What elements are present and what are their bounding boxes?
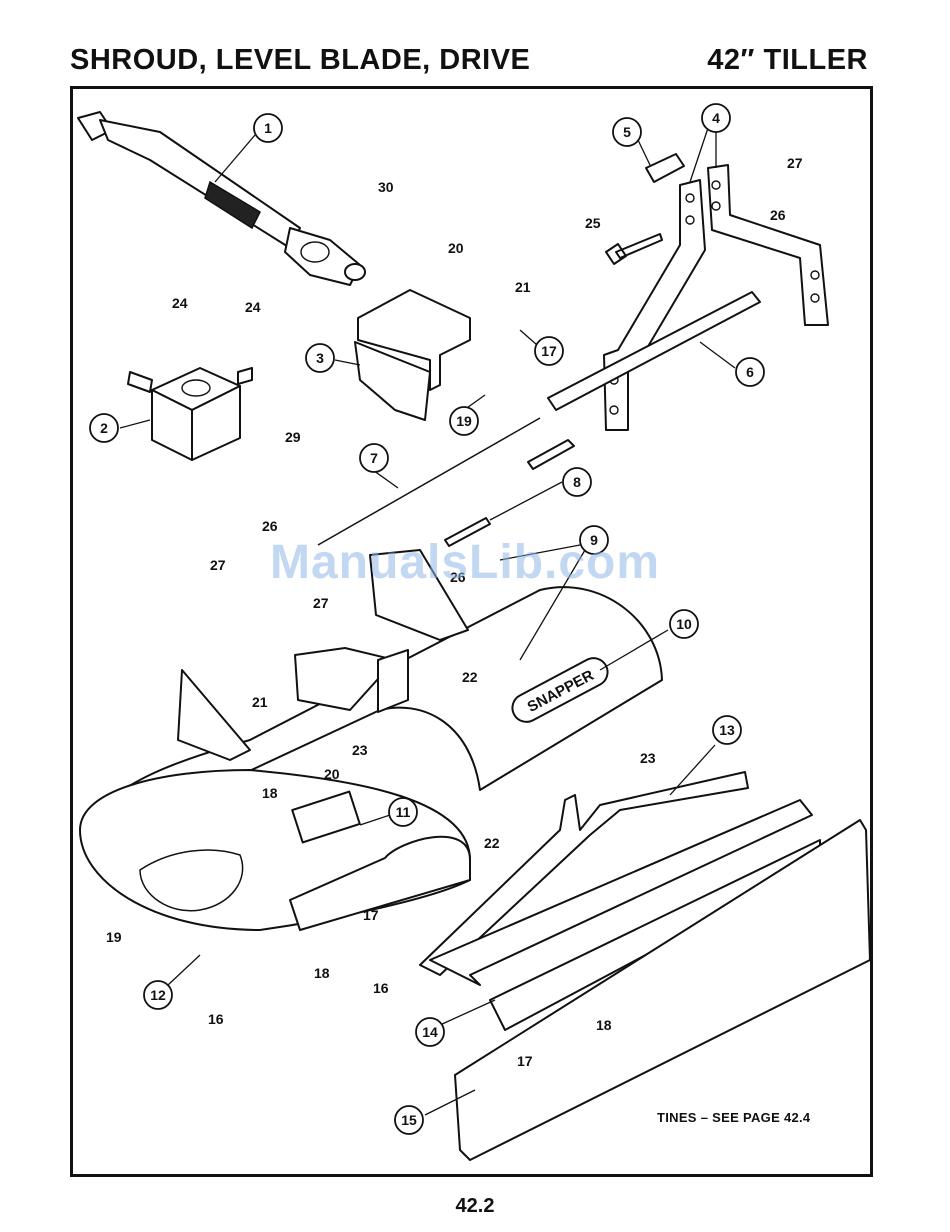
callout-13: 13 bbox=[713, 716, 741, 744]
label-21: 21 bbox=[515, 279, 531, 295]
callout-5: 5 bbox=[613, 118, 641, 146]
callout-8: 8 bbox=[563, 468, 591, 496]
callout-2: 2 bbox=[90, 414, 118, 442]
svg-text:8: 8 bbox=[573, 474, 581, 490]
label-18c: 18 bbox=[596, 1017, 612, 1033]
svg-text:5: 5 bbox=[623, 124, 631, 140]
drive-shaft bbox=[78, 112, 365, 285]
svg-text:15: 15 bbox=[401, 1112, 417, 1128]
label-23b: 23 bbox=[640, 750, 656, 766]
svg-text:7: 7 bbox=[370, 450, 378, 466]
svg-text:19: 19 bbox=[456, 413, 472, 429]
svg-text:14: 14 bbox=[422, 1024, 438, 1040]
label-19: 19 bbox=[106, 929, 122, 945]
svg-text:4: 4 bbox=[712, 110, 720, 126]
svg-text:11: 11 bbox=[396, 804, 411, 820]
callout-7: 7 bbox=[360, 444, 388, 472]
callout-1: 1 bbox=[254, 114, 282, 142]
label-22b: 22 bbox=[484, 835, 500, 851]
label-22: 22 bbox=[462, 669, 478, 685]
label-24: 24 bbox=[172, 295, 188, 311]
spacer bbox=[646, 154, 684, 182]
watermark: ManualsLib.com bbox=[270, 535, 660, 590]
callout-11: 11 bbox=[389, 798, 417, 826]
label-29: 29 bbox=[285, 429, 301, 445]
callout-4: 4 bbox=[702, 104, 730, 132]
label-20b: 20 bbox=[324, 766, 340, 782]
gearbox bbox=[128, 368, 252, 460]
svg-text:10: 10 bbox=[676, 616, 692, 632]
label-27b: 27 bbox=[210, 557, 226, 573]
label-16b: 16 bbox=[208, 1011, 224, 1027]
label-27: 27 bbox=[787, 155, 803, 171]
callout-15: 15 bbox=[395, 1106, 423, 1134]
callout-10: 10 bbox=[670, 610, 698, 638]
bolt-25 bbox=[606, 234, 662, 264]
label-30: 30 bbox=[378, 179, 394, 195]
label-17b: 17 bbox=[517, 1053, 533, 1069]
label-27c: 27 bbox=[313, 595, 329, 611]
callout-19: 19 bbox=[450, 407, 478, 435]
svg-text:6: 6 bbox=[746, 364, 754, 380]
lift-arm bbox=[604, 165, 828, 430]
callout-17: 17 bbox=[535, 337, 563, 365]
level-rod bbox=[318, 418, 540, 545]
label-17: 17 bbox=[363, 907, 379, 923]
level-blade-assembly bbox=[420, 772, 870, 1160]
svg-text:17: 17 bbox=[541, 343, 557, 359]
svg-text:13: 13 bbox=[719, 722, 735, 738]
tines-note: TINES – SEE PAGE 42.4 bbox=[657, 1110, 810, 1125]
label-25: 25 bbox=[585, 215, 601, 231]
shroud: SNAPPER bbox=[80, 550, 662, 930]
callout-14: 14 bbox=[416, 1018, 444, 1046]
callout-6: 6 bbox=[736, 358, 764, 386]
svg-text:1: 1 bbox=[264, 120, 272, 136]
svg-text:2: 2 bbox=[100, 420, 108, 436]
label-18: 18 bbox=[262, 785, 278, 801]
label-18b: 18 bbox=[314, 965, 330, 981]
callout-12: 12 bbox=[144, 981, 172, 1009]
callout-3: 3 bbox=[306, 344, 334, 372]
svg-text:3: 3 bbox=[316, 350, 324, 366]
svg-text:12: 12 bbox=[150, 987, 166, 1003]
label-26b: 26 bbox=[262, 518, 278, 534]
label-23: 23 bbox=[352, 742, 368, 758]
mount-bracket bbox=[355, 290, 470, 420]
page-number: 42.2 bbox=[0, 1195, 950, 1218]
label-20: 20 bbox=[448, 240, 464, 256]
label-26: 26 bbox=[770, 207, 786, 223]
pin bbox=[528, 440, 574, 469]
label-16: 16 bbox=[373, 980, 389, 996]
label-21b: 21 bbox=[252, 694, 268, 710]
label-24b: 24 bbox=[245, 299, 261, 315]
